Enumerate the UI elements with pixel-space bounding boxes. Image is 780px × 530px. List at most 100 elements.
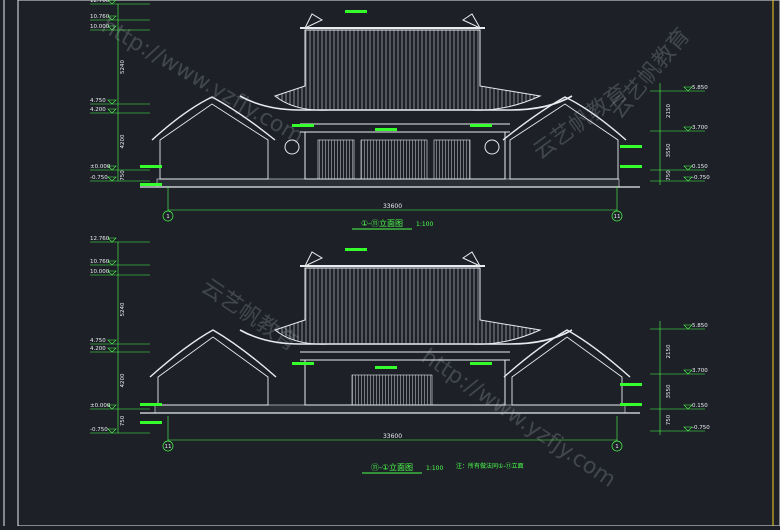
elevation-label: 3.700 [692,125,708,131]
elevation-marker [107,237,117,243]
elevation-marker [683,165,693,171]
right-wing-roof-curve [502,96,627,141]
right-wing-gable [509,103,619,180]
dimension-annotations: 12.760 10.760 10.000 4.750 4.200 ±0.000 -0.750… [90,0,710,474]
elevation-label: ±0.000 [90,164,111,170]
door-panel [360,139,428,180]
lower-eave [239,329,573,345]
height-segment-label: 2150 [666,104,672,118]
door-panel [433,139,471,180]
elevation-marker [107,339,117,345]
callout-label-block [470,362,492,365]
height-segment-label: 750 [666,414,672,425]
watermark-text: 云艺帆教育 [197,274,302,356]
elevation-label: 5.850 [692,85,708,91]
elevation-label: 4.750 [90,98,106,104]
view-title: ⑪-①立面图 [371,462,413,472]
left-ridge-ornament [303,251,324,268]
elevation-label: 12.760 [90,0,110,4]
height-segment-label: 3550 [666,143,672,157]
callout-label-block [345,248,367,251]
elevation-marker [107,99,117,105]
left-round-window [284,139,300,155]
left-wing-gable [159,103,269,180]
elevation-label: -0.750 [692,425,710,431]
elevation-marker [107,108,117,114]
elevation-marker [683,86,693,92]
main-roof [273,267,542,345]
stone-base [156,178,620,188]
axis-bubble [162,210,174,222]
callout-label-block [292,124,314,127]
axis-label: 11 [165,444,172,450]
elevation-marker [107,270,117,276]
elevation-marker [683,426,693,432]
left-wing-roof-curve [151,96,276,141]
elevation-marker [683,176,693,182]
overall-dimension-label: 33600 [383,203,402,210]
elevation-marker [683,369,693,375]
callout-label-block [140,183,162,186]
view-scale: 1:100 [416,221,433,228]
axis-bubble [162,440,174,452]
elevation-marker [107,25,117,31]
elevation-marker [107,404,117,410]
elevation-label: 10.760 [90,14,110,20]
elevation-label: 0.150 [692,164,708,170]
left-wing-roof-curve [149,329,277,378]
left-wing-gable [157,336,269,406]
height-segment-label: 750 [120,415,126,426]
elevation-label: 4.200 [90,346,106,352]
callout-label-block [470,124,492,127]
overall-dimension-label: 33600 [383,433,402,440]
axis-label: 1 [615,444,619,450]
elevation-label: 4.750 [90,338,106,344]
view-2-annotations: 12.760 10.760 10.000 4.750 4.200 ±0.000 -0.750… [90,236,710,474]
callout-label-block [620,145,642,148]
elevation-label: 10.000 [90,24,110,30]
elevation-label: 10.760 [90,259,110,265]
left-ridge-ornament [303,13,324,30]
elevation-marker [107,176,117,182]
lower-eave [239,95,573,111]
drawing-note: 注：所有做法同①-⑪立面 [456,462,524,470]
height-segment-label: 2150 [666,344,672,358]
right-wing-roof-curve [503,329,631,378]
elevation-label: 10.000 [90,269,110,275]
building-elevation-1 [140,13,640,188]
watermark-text: http://www.yzfjy.com [97,14,308,150]
height-segment-label: 3550 [666,384,672,398]
main-roof [273,29,542,111]
callout-label-block [292,362,314,365]
elevation-label: ±0.000 [90,403,111,409]
elevation-marker [107,0,117,5]
view-scale: 1:100 [426,465,443,472]
elevation-label: 12.760 [90,236,110,242]
elevation-label: 0.150 [692,403,708,409]
elevation-marker [683,404,693,410]
elevation-marker [107,15,117,21]
callout-label-block [375,366,397,369]
axis-bubble [611,440,623,452]
elevation-marker [107,347,117,353]
watermark-text: http://www.yzfjy.com [417,344,621,493]
view-title: ①-⑪立面图 [361,218,403,228]
height-segment-label: 4200 [120,134,126,148]
axis-label: 1 [166,214,170,220]
callout-label-block [375,128,397,131]
right-ridge-ornament [461,13,482,30]
stone-base [154,404,626,414]
height-segment-label: 750 [120,170,126,181]
elevation-label: -0.750 [90,427,108,433]
callout-label-block [620,383,642,386]
elevation-marker [107,165,117,171]
elevation-label: 4.200 [90,107,106,113]
view-1-annotations: 12.76010.76010.0004.7504.200±0.000-0.750… [90,0,710,230]
axis-bubble [611,210,623,222]
elevation-marker [683,126,693,132]
callout-label-block [620,403,642,406]
right-round-window [484,139,500,155]
axis-label: 11 [614,214,621,220]
elevation-label: 3.700 [692,368,708,374]
